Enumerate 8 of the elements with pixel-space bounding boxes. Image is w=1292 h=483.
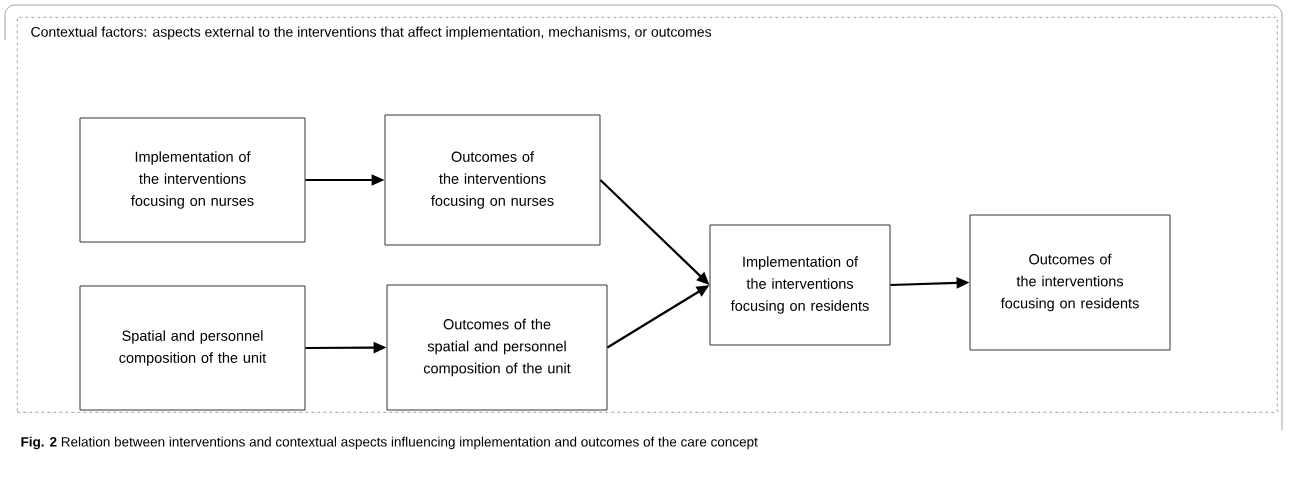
process-box: Outcomes of the spatial and personnel composition of the unit — [386, 284, 608, 411]
process-box: Implementation of the interventions focusing on nurses — [79, 117, 306, 243]
caption: Fig. 2 Relation between interventions and contextual aspects influencing implementation and outcomes of the care concept — [21, 436, 758, 450]
process-box: Outcomes of the interventions focusing on residents — [969, 214, 1171, 351]
frame-heading: Contextual factors: aspects external to the interventions that affect implementation, mechanisms, or outcomes — [31, 26, 712, 40]
process-box: Outcomes of the interventions focusing on nurses — [384, 114, 601, 246]
process-box: Implementation of the interventions focusing on residents — [709, 224, 891, 346]
process-box: Spatial and personnel composition of the unit — [79, 285, 306, 411]
